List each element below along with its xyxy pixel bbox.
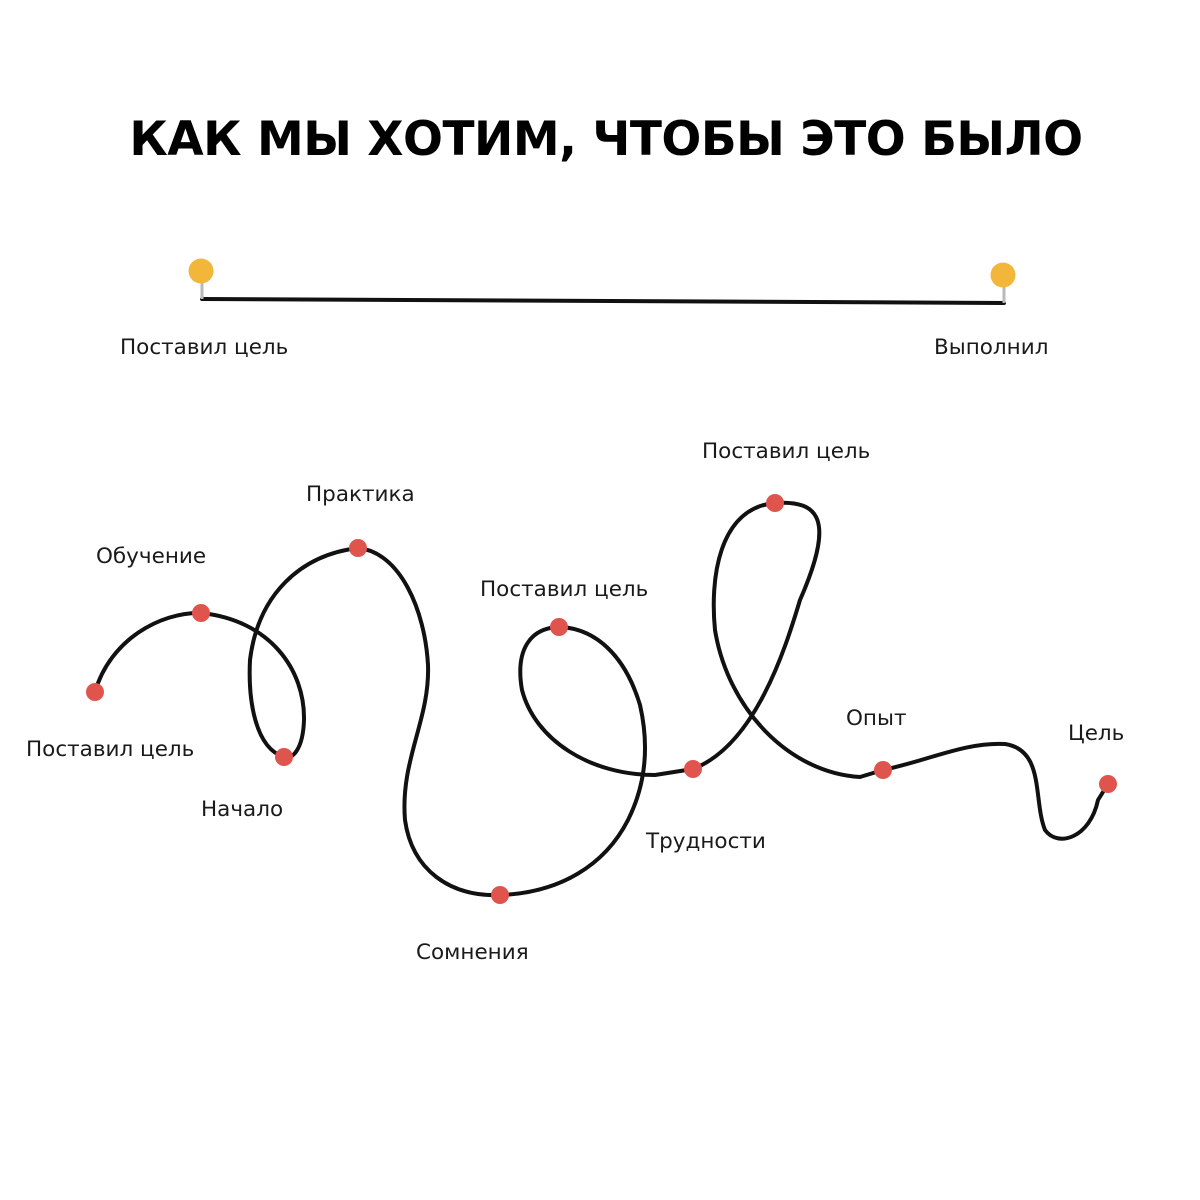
milestone-dot	[684, 760, 702, 778]
label-goal-set-2: Поставил цель	[480, 577, 648, 602]
milestone-dot	[349, 539, 367, 557]
end-pin-icon	[990, 262, 1016, 288]
ideal-path-line	[200, 297, 1006, 305]
milestone-dot	[766, 494, 784, 512]
label-learning: Обучение	[96, 544, 206, 569]
milestone-dot	[874, 761, 892, 779]
real-path: Поставил цель Обучение Начало Практика С…	[26, 439, 1124, 965]
ideal-path: Поставил цель Выполнил	[120, 258, 1048, 360]
milestone-dot	[1099, 775, 1117, 793]
winding-path-line	[93, 500, 1110, 898]
milestone-dot	[275, 748, 293, 766]
label-practice: Практика	[306, 482, 415, 507]
start-pin-icon	[188, 258, 214, 284]
milestone-dot	[192, 604, 210, 622]
label-goal: Цель	[1068, 721, 1124, 746]
label-doubts: Сомнения	[416, 940, 529, 965]
ideal-end-label: Выполнил	[934, 335, 1048, 360]
page-title: КАК МЫ ХОТИМ, ЧТОБЫ ЭТО БЫЛО	[129, 112, 1082, 167]
label-goal-set-3: Поставил цель	[702, 439, 870, 464]
milestone-dot	[491, 886, 509, 904]
label-start: Поставил цель	[26, 737, 194, 762]
ideal-start-label: Поставил цель	[120, 335, 288, 360]
milestone-dot	[550, 618, 568, 636]
milestone-dot	[86, 683, 104, 701]
label-experience: Опыт	[846, 706, 906, 731]
label-beginning: Начало	[201, 797, 283, 822]
label-difficulties: Трудности	[645, 829, 766, 854]
